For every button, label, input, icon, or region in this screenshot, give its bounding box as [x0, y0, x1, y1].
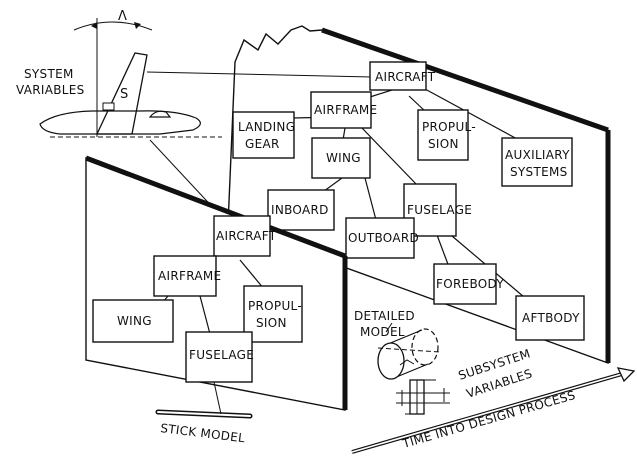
svg-text:WING: WING [326, 151, 361, 165]
stick-node-propulsion[interactable]: PROPUL- SION [243, 285, 303, 343]
svg-text:AIRFRAME: AIRFRAME [314, 103, 377, 117]
detailed-node-wing[interactable]: WING [311, 137, 371, 179]
stick-model-label: STICK MODEL [160, 421, 246, 445]
time-arrow-head-icon [616, 367, 636, 383]
svg-text:OUTBOARD: OUTBOARD [348, 231, 419, 245]
system-variables-label-line1: SYSTEM [24, 67, 74, 81]
detailed-node-landing-gear[interactable]: LANDING GEAR [232, 111, 295, 159]
svg-text:SION: SION [256, 316, 287, 330]
svg-text:LANDING: LANDING [238, 120, 295, 134]
fuselage-profile-shape [39, 110, 201, 135]
detailed-node-airframe[interactable]: AIRFRAME [310, 91, 377, 129]
sweep-angle-arc [73, 21, 153, 31]
svg-text:WING: WING [117, 314, 152, 328]
detailed-tree-nodes: AIRCRAFT AIRFRAME LANDING GEAR PROPUL- S… [232, 61, 585, 341]
svg-text:GEAR: GEAR [245, 137, 280, 151]
detailed-node-propulsion[interactable]: PROPUL- SION [417, 109, 476, 161]
canopy-shape [148, 110, 172, 118]
projection-line-system-to-aircraft [146, 71, 373, 78]
stick-panel-top-edge [85, 155, 346, 259]
time-axis-label: TIME INTO DESIGN PROCESS [400, 388, 577, 451]
system-variables-label-line2: VARIABLES [16, 83, 85, 97]
sweep-symbol: Λ [118, 9, 127, 24]
svg-text:AIRFRAME: AIRFRAME [158, 269, 221, 283]
svg-text:PROPUL-: PROPUL- [422, 120, 476, 134]
detailed-node-auxiliary-systems[interactable]: AUXILIARY SYSTEMS [501, 137, 573, 187]
detailed-node-fuselage[interactable]: FUSELAGE [403, 183, 472, 237]
detailed-model-leader-line [385, 322, 393, 333]
detailed-node-forebody[interactable]: FOREBODY [433, 263, 504, 305]
detailed-node-inboard[interactable]: INBOARD [267, 189, 335, 231]
svg-text:PROPUL-: PROPUL- [248, 299, 302, 313]
svg-text:AFTBODY: AFTBODY [522, 311, 580, 325]
svg-text:FOREBODY: FOREBODY [436, 277, 504, 291]
detailed-model-label-line1: DETAILED [354, 309, 415, 323]
stick-node-aircraft[interactable]: AIRCRAFT [213, 215, 277, 257]
svg-text:AIRCRAFT: AIRCRAFT [375, 70, 436, 84]
svg-text:SION: SION [428, 137, 459, 151]
stick-tree-nodes: AIRCRAFT AIRFRAME WING PROPUL- SION FUSE… [92, 215, 303, 383]
structural-section-icon [396, 379, 450, 415]
stick-model-leader-line [213, 381, 222, 415]
engine-pod-shape [102, 102, 115, 111]
svg-text:FUSELAGE: FUSELAGE [189, 348, 254, 362]
svg-text:AUXILIARY: AUXILIARY [505, 148, 570, 162]
time-axis-arrow [351, 367, 636, 454]
detailed-model-label-line2: MODEL [360, 325, 405, 339]
svg-text:AIRCRAFT: AIRCRAFT [216, 229, 277, 243]
detailed-model-cylinder [377, 322, 450, 415]
stick-model-rod [155, 381, 253, 419]
svg-text:SYSTEMS: SYSTEMS [510, 165, 568, 179]
sweep-arrow-left-icon [91, 22, 97, 29]
svg-text:INBOARD: INBOARD [271, 203, 329, 217]
stick-node-wing[interactable]: WING [92, 299, 174, 343]
stick-node-fuselage[interactable]: FUSELAGE [185, 331, 254, 383]
wing-area-symbol: S [120, 87, 129, 102]
detailed-node-outboard[interactable]: OUTBOARD [345, 217, 419, 259]
sweep-arrow-right-icon [134, 22, 141, 29]
svg-text:FUSELAGE: FUSELAGE [407, 203, 472, 217]
detailed-node-aftbody[interactable]: AFTBODY [515, 295, 585, 341]
detailed-node-aircraft[interactable]: AIRCRAFT [369, 61, 436, 91]
stick-node-airframe[interactable]: AIRFRAME [153, 255, 221, 297]
aircraft-sketch: Λ S [39, 9, 222, 138]
detailed-panel-top-edge [321, 27, 609, 133]
